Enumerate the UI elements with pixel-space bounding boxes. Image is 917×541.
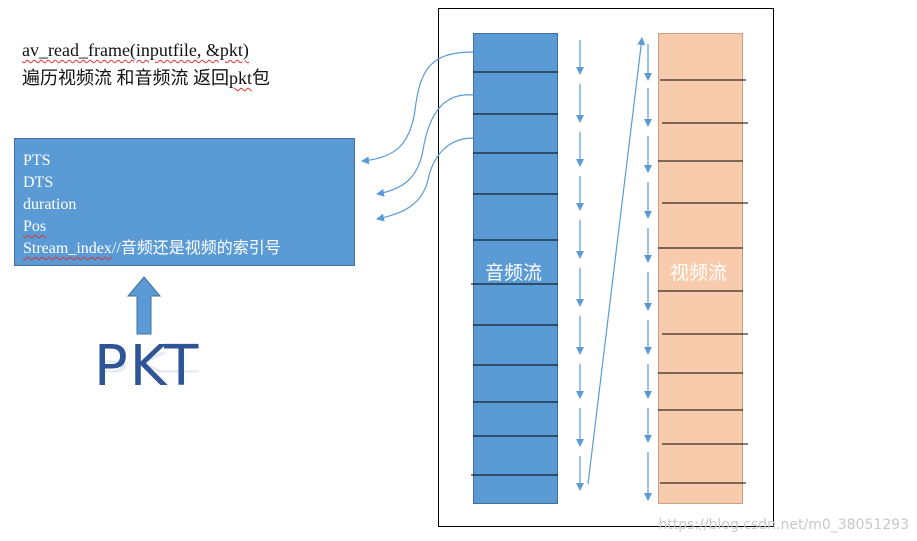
api-call-label: av_read_frame(inputfile, &pkt) [22,40,249,60]
up-arrow-icon [127,276,161,335]
api-call-text: av_read_frame(inputfile, &pkt) [22,40,249,61]
description-pkt: pkt [229,68,253,88]
audio-stream-label: 音频流 [485,262,543,284]
video-stream-column [658,33,743,504]
streams-frame [438,8,774,527]
field-duration: duration [23,196,77,213]
video-stream-label: 视频流 [670,262,728,284]
packet-return-arrows [361,51,474,222]
watermark: https://blog.csdn.net/m0_38051293 [658,517,909,533]
description-suffix: 包 [252,68,271,88]
audio-packet-dividers [471,71,558,476]
pkt-fields-box: PTS DTS duration Pos Stream_index//音频还是视… [14,138,355,266]
field-dts: DTS [23,174,54,191]
field-stream-index: Stream_index//音频还是视频的索引号 [23,238,354,260]
description-text: 遍历视频流 和音频流 返回pkt包 [22,64,270,90]
pkt-label: PKT [94,334,201,399]
field-pts: PTS [23,152,51,169]
jump-arrow [587,37,646,485]
stream-index-comment: //音频还是视频的索引号 [111,240,281,257]
video-packet-dividers [658,79,748,484]
audio-stream-column [473,33,558,504]
description-prefix: 遍历视频流 和音频流 返回 [22,68,229,88]
stream-index-name: Stream_index [23,240,112,257]
field-pos: Pos [23,218,47,235]
